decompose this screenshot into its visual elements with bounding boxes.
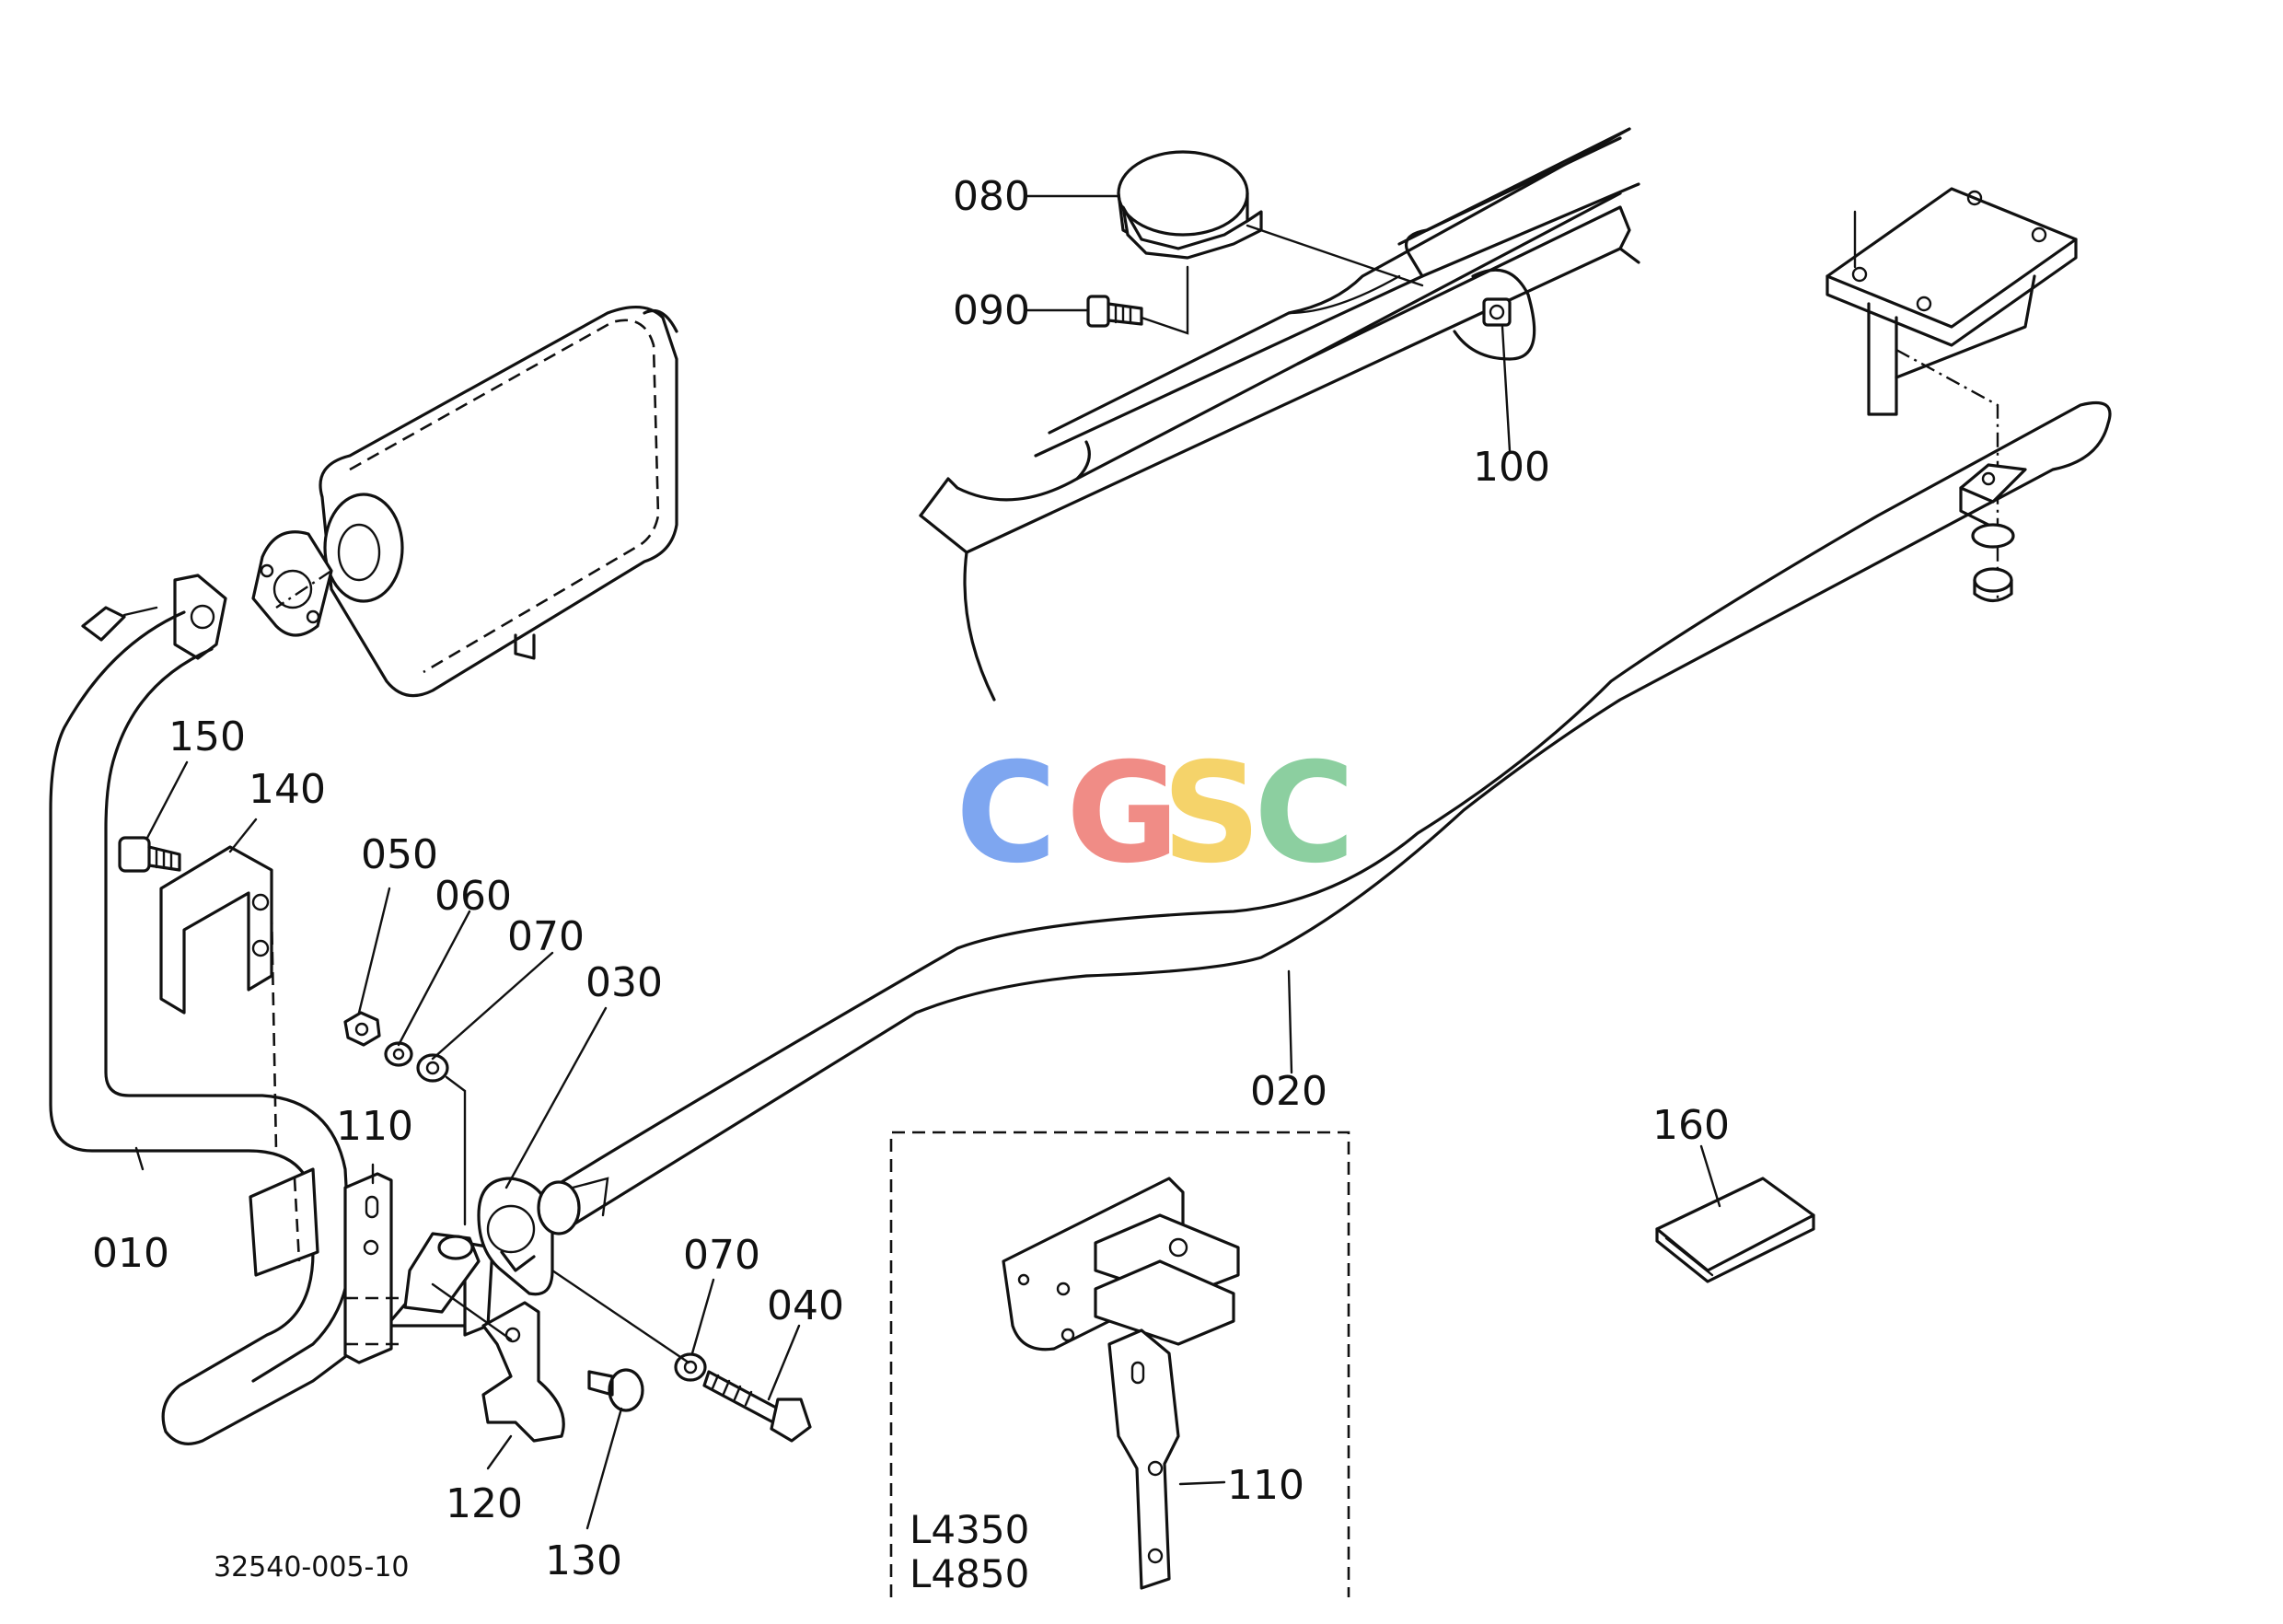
callout-020: 020 — [1250, 1068, 1327, 1115]
heat-shield-cap — [1117, 150, 1424, 287]
callout-040: 040 — [767, 1282, 844, 1329]
watermark-letter-s: S — [1162, 734, 1261, 894]
flange-gasket — [251, 530, 333, 637]
callout-110-left: 110 — [336, 1103, 413, 1150]
clamp-120 — [431, 1282, 565, 1443]
callout-050: 050 — [361, 831, 438, 878]
tail-pipe-020 — [537, 400, 2112, 1235]
mount-bracket-right — [1825, 187, 2078, 598]
washer-070b — [674, 1352, 707, 1382]
nut-100 — [1482, 297, 1512, 327]
callout-090: 090 — [953, 287, 1030, 334]
watermark-letter-c1: C — [956, 734, 1057, 894]
leader-lines — [134, 194, 1721, 1530]
callout-140: 140 — [249, 766, 326, 813]
callout-130: 130 — [545, 1537, 622, 1584]
callout-100: 100 — [1473, 444, 1550, 491]
callout-120: 120 — [446, 1480, 523, 1527]
bolt-040 — [550, 1269, 812, 1443]
figure-code: 32540-005-10 — [214, 1551, 410, 1583]
bolt-130 — [587, 1368, 644, 1412]
nut-050 — [343, 1011, 381, 1047]
callout-080: 080 — [953, 173, 1030, 220]
bolt-090 — [1086, 265, 1189, 335]
callout-110-inset: 110 — [1227, 1462, 1304, 1509]
watermark-letter-c2: C — [1254, 734, 1355, 894]
inset-model-l4850: L4850 — [910, 1551, 1029, 1596]
washer-stack-right — [1971, 523, 2015, 603]
callout-060: 060 — [435, 873, 512, 920]
callout-070-upper: 070 — [507, 913, 585, 960]
callout-labels: 080 090 100 150 140 050 060 070 030 020 … — [92, 173, 1730, 1596]
tractor-frame-rail — [919, 127, 1640, 702]
bolt-150 — [118, 836, 181, 873]
callout-150: 150 — [168, 713, 246, 760]
washer-070a — [416, 1053, 467, 1226]
callout-160: 160 — [1652, 1102, 1730, 1149]
callout-070-lower: 070 — [683, 1232, 760, 1279]
cgsc-watermark: C G S C — [956, 734, 1355, 894]
watermark-letter-g: G — [1066, 734, 1179, 894]
callout-010: 010 — [92, 1230, 169, 1277]
callout-030: 030 — [585, 959, 663, 1006]
clamp-030 — [477, 1177, 554, 1296]
washer-060 — [384, 1041, 413, 1067]
model-inset-box — [889, 1131, 1350, 1597]
bracket-110 — [343, 1172, 405, 1364]
operators-manual-160 — [1655, 1177, 1815, 1283]
bracket-140 — [159, 845, 319, 1277]
muffler — [319, 305, 678, 698]
exhaust-pipe-010 — [49, 574, 494, 1445]
inset-model-l4350: L4350 — [910, 1507, 1029, 1552]
